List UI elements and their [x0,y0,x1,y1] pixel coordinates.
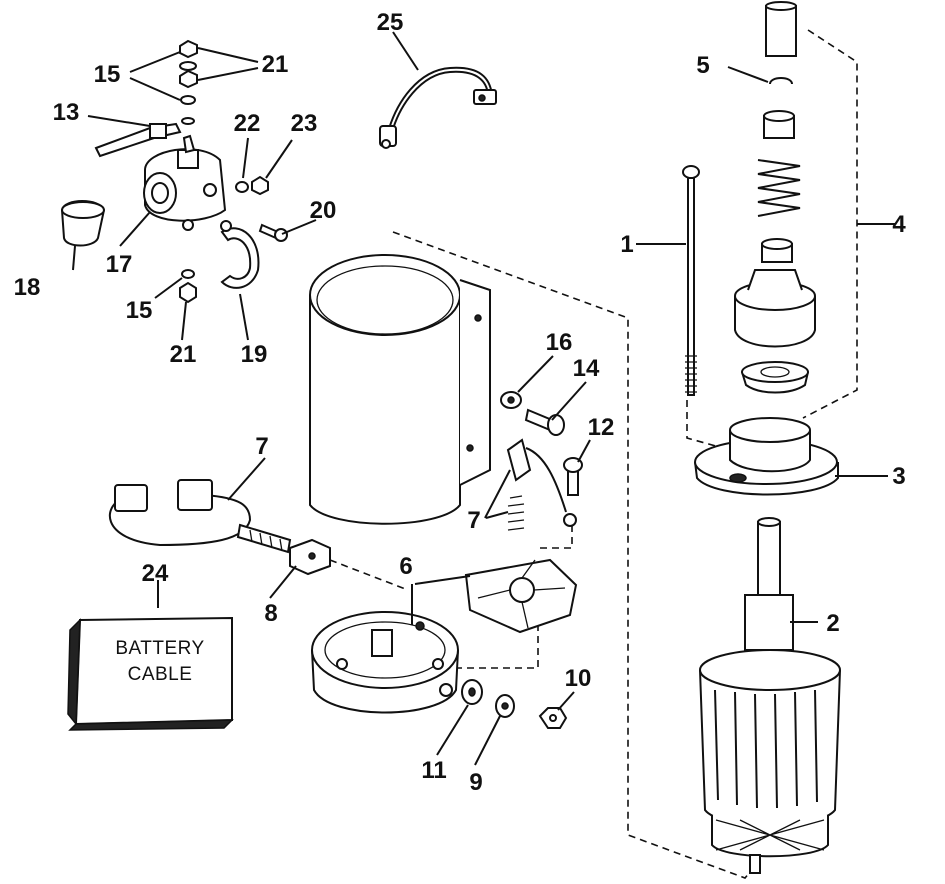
label-7-right: 7 [467,507,480,534]
label-10: 10 [565,665,592,692]
brush-left [108,479,292,554]
label-15-top: 15 [94,61,121,88]
label-21-top: 21 [262,51,289,78]
leader-lines [72,31,895,766]
label-13: 13 [53,99,80,126]
label-3: 3 [892,463,905,490]
end-cap [311,611,459,714]
terminal-block [289,538,331,576]
label-20: 20 [310,197,337,224]
label-11: 11 [421,757,446,784]
label-12: 12 [588,414,615,441]
thru-bolt [682,165,700,396]
label-23: 23 [291,110,318,137]
armature [699,517,841,874]
label-7-left: 7 [255,433,268,460]
label-18: 18 [14,274,41,301]
label-1: 1 [620,231,633,258]
frame-hardware [500,391,583,496]
label-24: 24 [142,560,169,587]
thru-bolt-hardware [461,679,568,729]
label-6: 6 [399,553,412,580]
label-16: 16 [546,329,573,356]
label-17: 17 [106,251,133,278]
battery-cable-line2: CABLE [128,664,193,685]
label-22: 22 [234,110,261,137]
label-21-bottom: 21 [170,341,197,368]
label-4: 4 [892,211,906,238]
label-5: 5 [696,52,709,79]
label-9: 9 [469,769,482,796]
callout-labels: 25 5 4 1 3 2 6 7 7 8 11 9 10 12 14 16 24… [14,9,907,796]
label-19: 19 [241,341,268,368]
label-2: 2 [826,610,839,637]
assembly-dashed-lines [329,29,858,879]
label-15-bottom: 15 [126,297,153,324]
label-8: 8 [264,600,277,627]
solenoid-group [60,39,288,304]
housing-frame [309,254,491,525]
label-25: 25 [377,9,404,36]
brush-plate [464,558,578,634]
brush-right [506,438,577,531]
drive-end-cap [694,417,839,496]
label-14: 14 [573,355,600,382]
battery-cable-line1: BATTERY [115,638,204,659]
drive-assembly [734,1,816,394]
wire-lead-part [379,66,497,149]
battery-cable-box [67,616,234,731]
